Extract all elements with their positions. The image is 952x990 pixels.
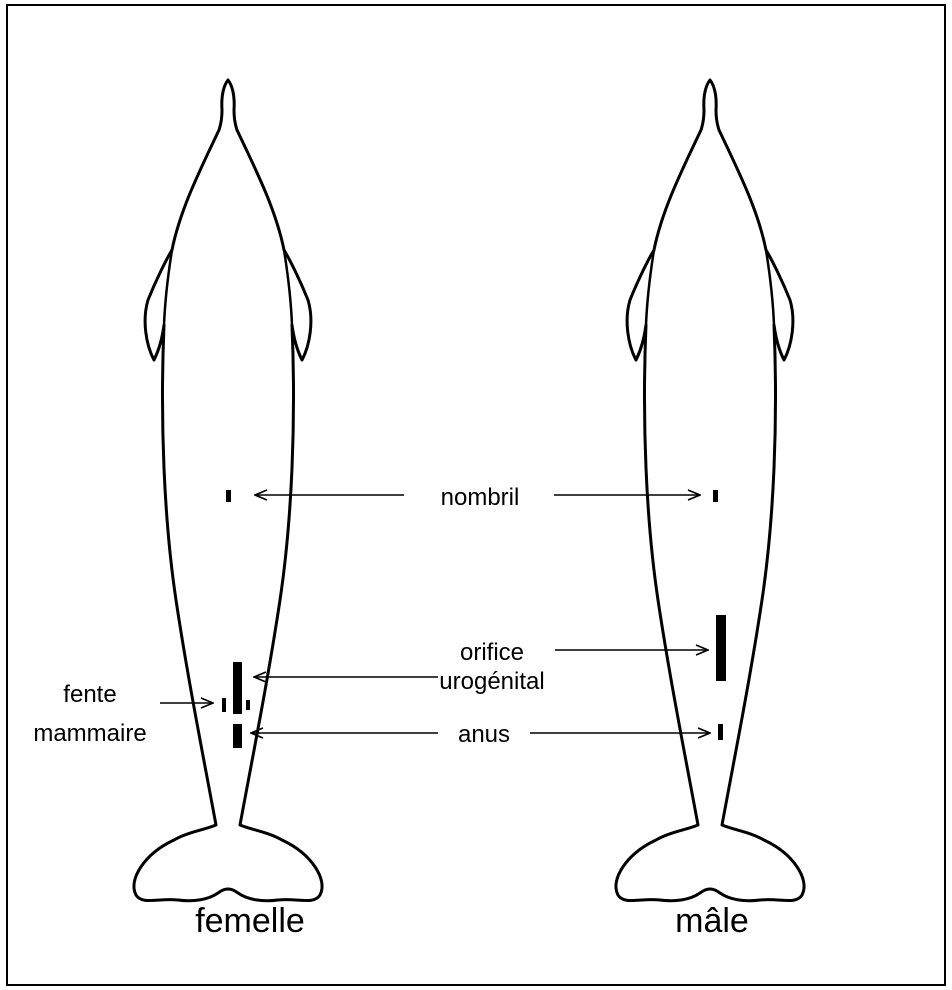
mammary-label-line1: fente (63, 681, 116, 708)
male-genital-slit (716, 615, 726, 681)
female-anus-mark (233, 724, 242, 748)
male-navel-mark (713, 490, 718, 502)
male-anus-mark (718, 724, 723, 740)
mammary-label-line2: mammaire (33, 720, 146, 747)
female-navel-mark (226, 490, 231, 502)
female-caption: femelle (195, 902, 305, 940)
male-caption: mâle (675, 902, 749, 940)
genital-label-line2: urogénital (439, 668, 544, 695)
genital-label-line1: orifice (460, 639, 524, 666)
female-mammary-slit-left (222, 698, 226, 712)
navel-label: nombril (441, 484, 520, 511)
male-dolphin-outline (616, 80, 804, 901)
female-genital-slit (233, 662, 242, 714)
female-mammary-slit-right (246, 700, 250, 710)
anus-label: anus (458, 721, 510, 748)
